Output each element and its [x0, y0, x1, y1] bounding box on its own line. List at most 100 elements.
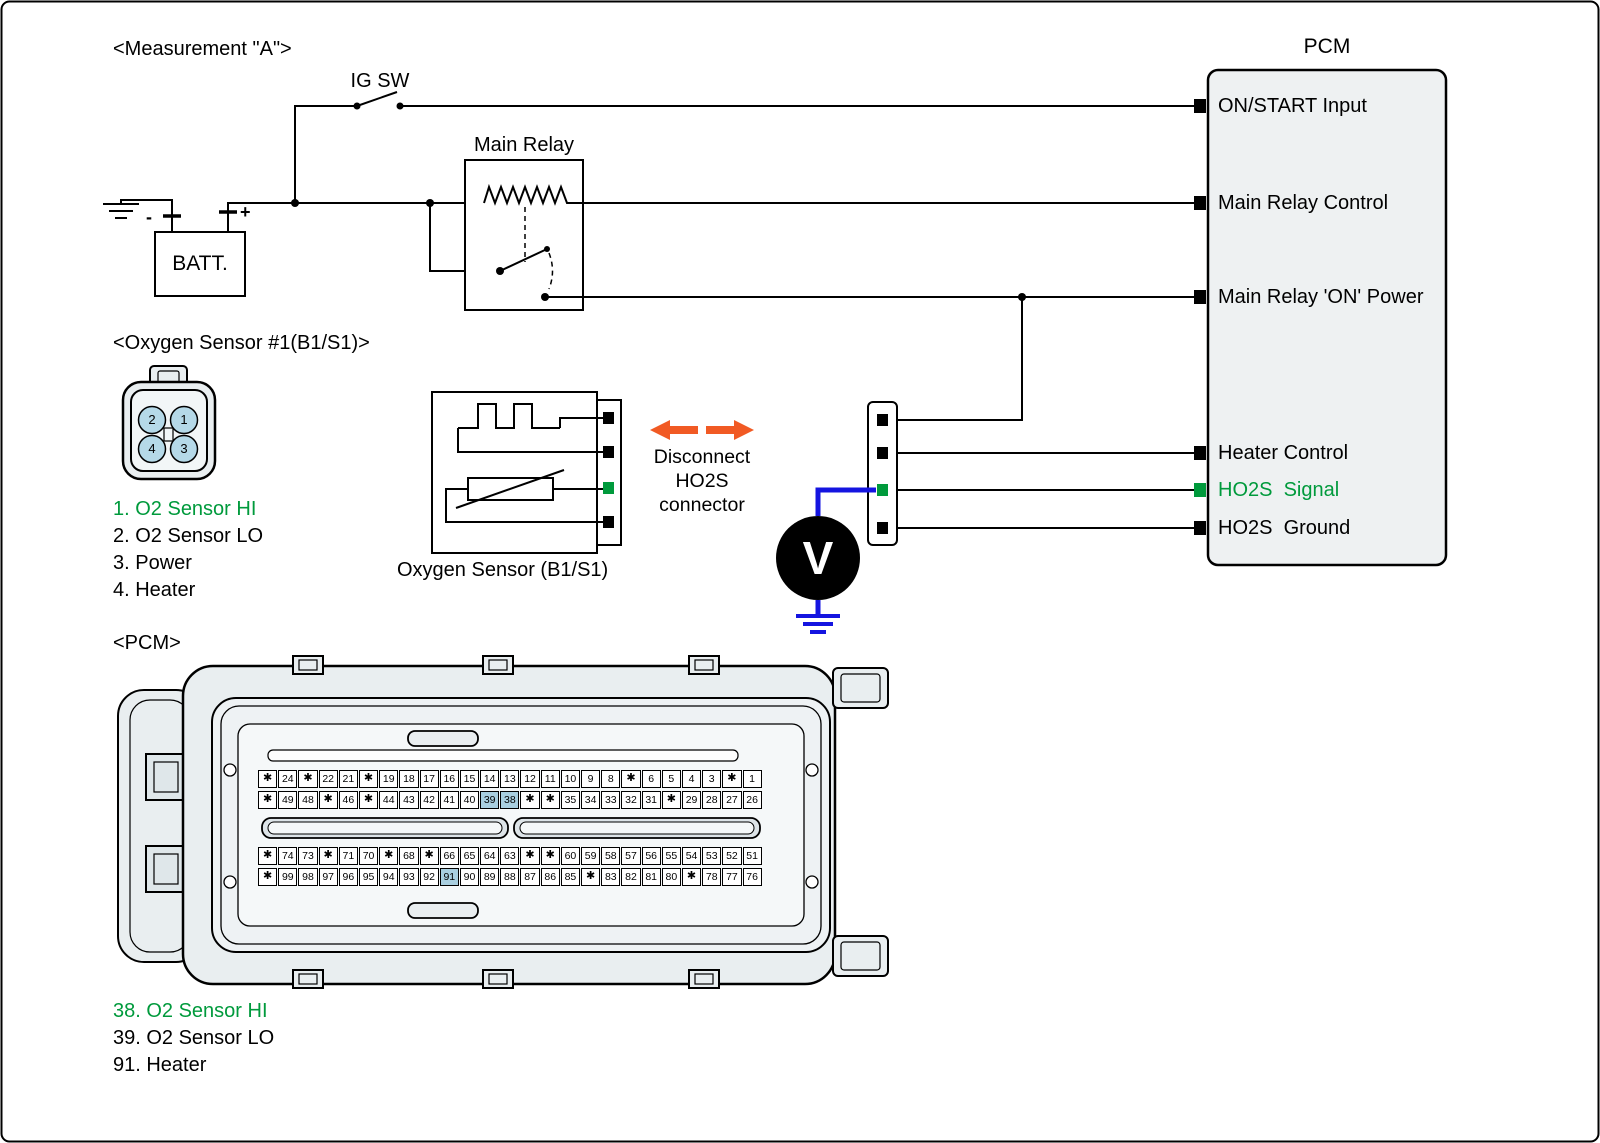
disconnect-note-line1: Disconnect	[653, 446, 751, 468]
pcm-pin	[1194, 99, 1206, 113]
voltmeter-label: V	[802, 532, 834, 584]
pcm-legend-item: 38. O2 Sensor HI	[113, 1000, 268, 1022]
connector-pin	[877, 522, 888, 534]
pin-cell-56: 56	[641, 847, 661, 865]
pin-cell-29: 29	[681, 791, 702, 809]
pcm-box	[1194, 68, 1448, 567]
pin-cell-star: ✱	[358, 791, 379, 809]
pin-cell-41: 41	[439, 791, 459, 809]
pin-cell-star: ✱	[358, 770, 379, 788]
pin-cell-17: 17	[419, 770, 439, 788]
pin-cell-46: 46	[338, 791, 358, 809]
voltmeter-symbol	[776, 516, 860, 600]
pin-cell-star: ✱	[661, 791, 681, 809]
pin-circle	[137, 434, 167, 464]
pin-cell-star: ✱	[520, 791, 540, 809]
pin-cell-88: 88	[500, 868, 520, 886]
pin-cell-64: 64	[480, 847, 500, 865]
pin-cell-star: ✱	[258, 868, 278, 886]
pin-cell-14: 14	[480, 770, 500, 788]
pin-cell-70: 70	[358, 847, 379, 865]
pin-cell-94: 94	[379, 868, 399, 886]
pin-circle	[169, 434, 199, 464]
sensor-element-symbol	[458, 403, 560, 429]
pin-cell-19: 19	[379, 770, 399, 788]
pin-cell-star: ✱	[419, 847, 439, 865]
o2-legend-item: 3. Power	[113, 552, 192, 574]
pin-cell-35: 35	[560, 791, 580, 809]
pin-cell-11: 11	[540, 770, 560, 788]
pin-cell-star: ✱	[258, 770, 278, 788]
pcm-pin	[1194, 196, 1206, 210]
pin-cell-66: 66	[439, 847, 459, 865]
disconnect-note-line3: connector	[659, 494, 745, 516]
pin-cell-51: 51	[742, 847, 762, 865]
pin-cell-38: 38	[500, 791, 520, 809]
pin-cell-95: 95	[358, 868, 379, 886]
connector-pin	[877, 414, 888, 426]
ig-switch-contact	[396, 102, 404, 110]
pin-cell-54: 54	[681, 847, 702, 865]
pin-cell-27: 27	[722, 791, 742, 809]
pcm-pin	[1194, 521, 1206, 535]
heater-power-wire	[897, 293, 1026, 421]
pin-cell-21: 21	[338, 770, 358, 788]
junction-dot	[426, 199, 434, 207]
pcm-pin-label-ho2s-ground: HO2S Ground	[1218, 517, 1351, 539]
main-relay-label: Main Relay	[473, 134, 575, 156]
pin-cell-28: 28	[702, 791, 722, 809]
pin-cell-24: 24	[278, 770, 298, 788]
pcm-pin-label-relay-control: Main Relay Control	[1218, 192, 1389, 214]
pin-cell-34: 34	[581, 791, 601, 809]
pin-cell-68: 68	[399, 847, 419, 865]
o2-connector-pin-number: 3	[180, 441, 188, 456]
sensor-pin	[603, 516, 614, 528]
pcm-pin	[1194, 290, 1206, 304]
pin-cell-star: ✱	[681, 868, 702, 886]
ho2s-harness-connector	[867, 401, 1196, 546]
pcm-section-label: <PCM>	[113, 632, 181, 654]
junction-dot	[291, 199, 299, 207]
pin-cell-98: 98	[298, 868, 318, 886]
pin-cell-90: 90	[459, 868, 480, 886]
disconnect-arrows-icon	[650, 420, 754, 440]
pin-cell-63: 63	[500, 847, 520, 865]
pin-cell-star: ✱	[581, 868, 601, 886]
pin-cell-star: ✱	[318, 791, 338, 809]
pcm-pin	[1194, 446, 1206, 460]
pin-cell-star: ✱	[379, 847, 399, 865]
pin-cell-65: 65	[459, 847, 480, 865]
pin-cell-86: 86	[540, 868, 560, 886]
battery-symbol	[154, 210, 246, 297]
pin-cell-4: 4	[681, 770, 702, 788]
main-relay-symbol	[464, 159, 1196, 311]
pin-cell-40: 40	[459, 791, 480, 809]
sensor-pin	[603, 412, 614, 424]
disconnect-note-line2: HO2S	[675, 470, 729, 492]
connector-pin	[877, 447, 888, 459]
pin-cell-82: 82	[621, 868, 641, 886]
pin-cell-71: 71	[338, 847, 358, 865]
pin-cell-star: ✱	[258, 791, 278, 809]
ground-symbol	[103, 199, 173, 219]
pin-cell-81: 81	[641, 868, 661, 886]
pin-cell-99: 99	[278, 868, 298, 886]
pin-cell-26: 26	[742, 791, 762, 809]
pin-circle	[169, 405, 199, 435]
pin-cell-star: ✱	[540, 791, 560, 809]
pin-cell-1: 1	[742, 770, 762, 788]
o2-connector-face	[121, 365, 217, 481]
pcm-pin-signal	[1194, 483, 1206, 497]
battery-minus-sign: -	[146, 207, 152, 227]
o2-sensor-box-label: Oxygen Sensor (B1/S1)	[397, 559, 609, 581]
pin-cell-92: 92	[419, 868, 439, 886]
pin-cell-48: 48	[298, 791, 318, 809]
pin-cell-42: 42	[419, 791, 439, 809]
battery-label: BATT.	[172, 252, 228, 275]
pin-cell-80: 80	[661, 868, 681, 886]
pin-cell-star: ✱	[258, 847, 278, 865]
pcm-legend-item: 39. O2 Sensor LO	[113, 1027, 275, 1049]
pin-cell-89: 89	[480, 868, 500, 886]
pin-cell-97: 97	[318, 868, 338, 886]
